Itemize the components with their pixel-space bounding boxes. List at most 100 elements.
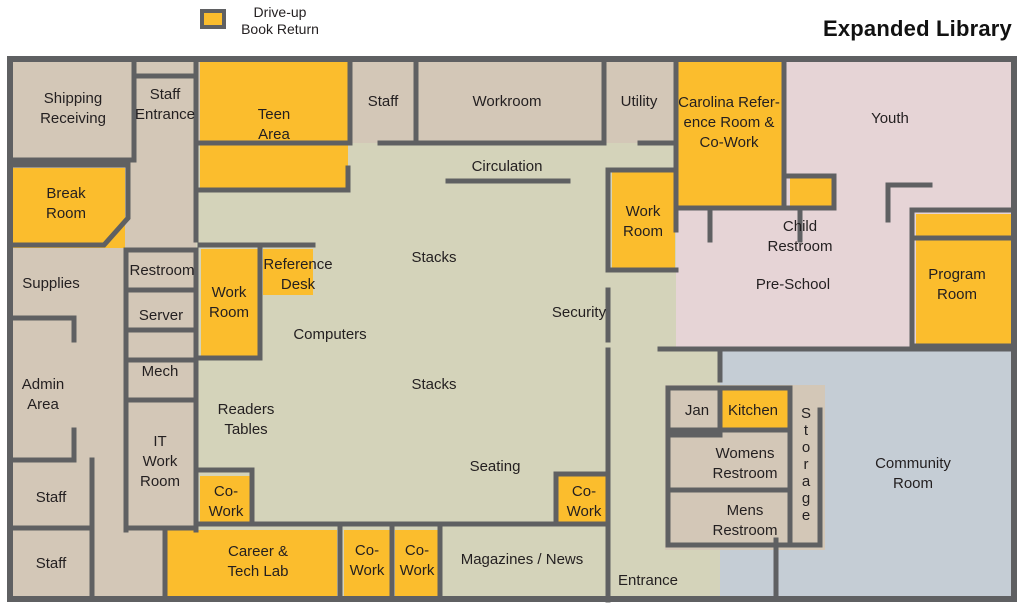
room-label-line: Stacks bbox=[411, 376, 456, 393]
wall-staff-entrance bbox=[7, 56, 199, 163]
room-label-line: Restroom bbox=[129, 262, 194, 279]
room-label-line: Magazines / News bbox=[461, 551, 584, 568]
label-entrance: Entrance bbox=[618, 572, 678, 589]
room-label-line: ence Room & bbox=[684, 114, 775, 131]
room-label-line: Youth bbox=[871, 110, 909, 127]
wall-teen-bottom bbox=[197, 165, 351, 193]
room-label-line: r bbox=[804, 456, 809, 473]
room-label-line: Area bbox=[27, 396, 59, 413]
room-label-line: Work bbox=[567, 503, 602, 520]
label-stacks-top: Stacks bbox=[411, 249, 456, 266]
label-circulation: Circulation bbox=[472, 158, 543, 175]
label-carolina: Carolina Refer-ence Room & Co-Work bbox=[678, 94, 780, 151]
wall-program-room bbox=[909, 207, 1015, 349]
label-staff-lower-2: Staff bbox=[36, 555, 67, 572]
room-label-line: Staff bbox=[36, 489, 67, 506]
room-label-line: Pre-School bbox=[756, 276, 830, 293]
room-label-line: Room bbox=[209, 304, 249, 321]
room-label-line: IT bbox=[153, 433, 166, 450]
room-label-line: Co- bbox=[572, 483, 596, 500]
room-label-line: a bbox=[802, 473, 811, 490]
room-label-line: Co- bbox=[405, 542, 429, 559]
wall-carolina bbox=[673, 56, 787, 211]
room-label-line: Reference bbox=[263, 256, 332, 273]
wall-youth-inner bbox=[885, 182, 933, 223]
legend-label: Drive-up Book Return bbox=[238, 4, 322, 38]
label-seating: Seating bbox=[470, 458, 521, 475]
room-label-line: Kitchen bbox=[728, 402, 778, 419]
room-label-line: Room bbox=[937, 286, 977, 303]
fill-cowork-right bbox=[558, 476, 606, 524]
label-jan: Jan bbox=[685, 402, 709, 419]
label-security: Security bbox=[552, 304, 607, 321]
legend-swatch-drive-up bbox=[200, 9, 226, 29]
room-label-line: Seating bbox=[470, 458, 521, 475]
room-label-line: Break bbox=[46, 185, 86, 202]
label-cowork-left: Co-Work bbox=[209, 483, 244, 520]
label-cowork-bottom-2: Co- Work bbox=[400, 542, 435, 579]
label-career-tech-lab: Career &Tech Lab bbox=[228, 543, 289, 580]
room-label-line: Work bbox=[212, 284, 247, 301]
room-label-line: Desk bbox=[281, 276, 316, 293]
room-label-line: Readers bbox=[218, 401, 275, 418]
room-label-line: Jan bbox=[685, 402, 709, 419]
room-label-line: Room bbox=[46, 205, 86, 222]
room-label-line: Work bbox=[400, 562, 435, 579]
room-label-line: Supplies bbox=[22, 275, 80, 292]
walls bbox=[7, 56, 1017, 603]
label-staff-lower-1: Staff bbox=[36, 489, 67, 506]
fill-career-tech-lab bbox=[167, 530, 337, 597]
room-label-line: Workroom bbox=[473, 93, 542, 110]
legend-label-line1: Drive-up bbox=[253, 4, 307, 20]
room-label-line: Server bbox=[139, 307, 183, 324]
room-label-line: Carolina Refer- bbox=[678, 94, 780, 111]
room-label-line: Restroom bbox=[712, 465, 777, 482]
wall-lower-dividers bbox=[123, 467, 443, 602]
fill-teen bbox=[200, 62, 348, 190]
label-staff-top: Staff bbox=[368, 93, 399, 110]
fill-cowork-bottom-1 bbox=[344, 530, 390, 597]
room-label-line: Area bbox=[258, 126, 290, 143]
wall-mech bbox=[123, 357, 199, 533]
room-label-line: Utility bbox=[621, 93, 658, 110]
wall-community-left bbox=[717, 346, 779, 602]
room-label-line: Admin bbox=[22, 376, 65, 393]
room-label-line: g bbox=[802, 490, 810, 507]
fill-staff-bottom-left bbox=[10, 528, 165, 599]
room-label-line: Security bbox=[552, 304, 607, 321]
fill-work-room-right bbox=[612, 172, 675, 268]
room-label-line: Room bbox=[623, 223, 663, 240]
wall-work-room-left bbox=[197, 242, 316, 361]
wall-top-dividers bbox=[193, 56, 679, 153]
wall-restroom bbox=[123, 247, 199, 363]
fill-cowork-left bbox=[200, 476, 252, 524]
room-label-line: Womens bbox=[716, 445, 775, 462]
fill-carolina bbox=[678, 62, 784, 208]
wall-preschool-top bbox=[673, 205, 713, 243]
room-label-line: Stacks bbox=[411, 249, 456, 266]
room-label-line: Co-Work bbox=[700, 134, 759, 151]
label-utility: Utility bbox=[621, 93, 658, 110]
fill-child-restroom-alcove bbox=[790, 176, 832, 210]
room-label-line: e bbox=[802, 507, 810, 524]
wall-child-restroom bbox=[781, 173, 837, 243]
wall-supplies bbox=[7, 315, 77, 343]
room-label-line: Tables bbox=[224, 421, 267, 438]
room-label-line: Community bbox=[875, 455, 951, 472]
room-label-line: o bbox=[802, 439, 810, 456]
fill-work-room-left bbox=[201, 249, 259, 357]
label-cowork-bottom-1: Co-Work bbox=[350, 542, 385, 579]
fill-break bbox=[12, 168, 125, 248]
